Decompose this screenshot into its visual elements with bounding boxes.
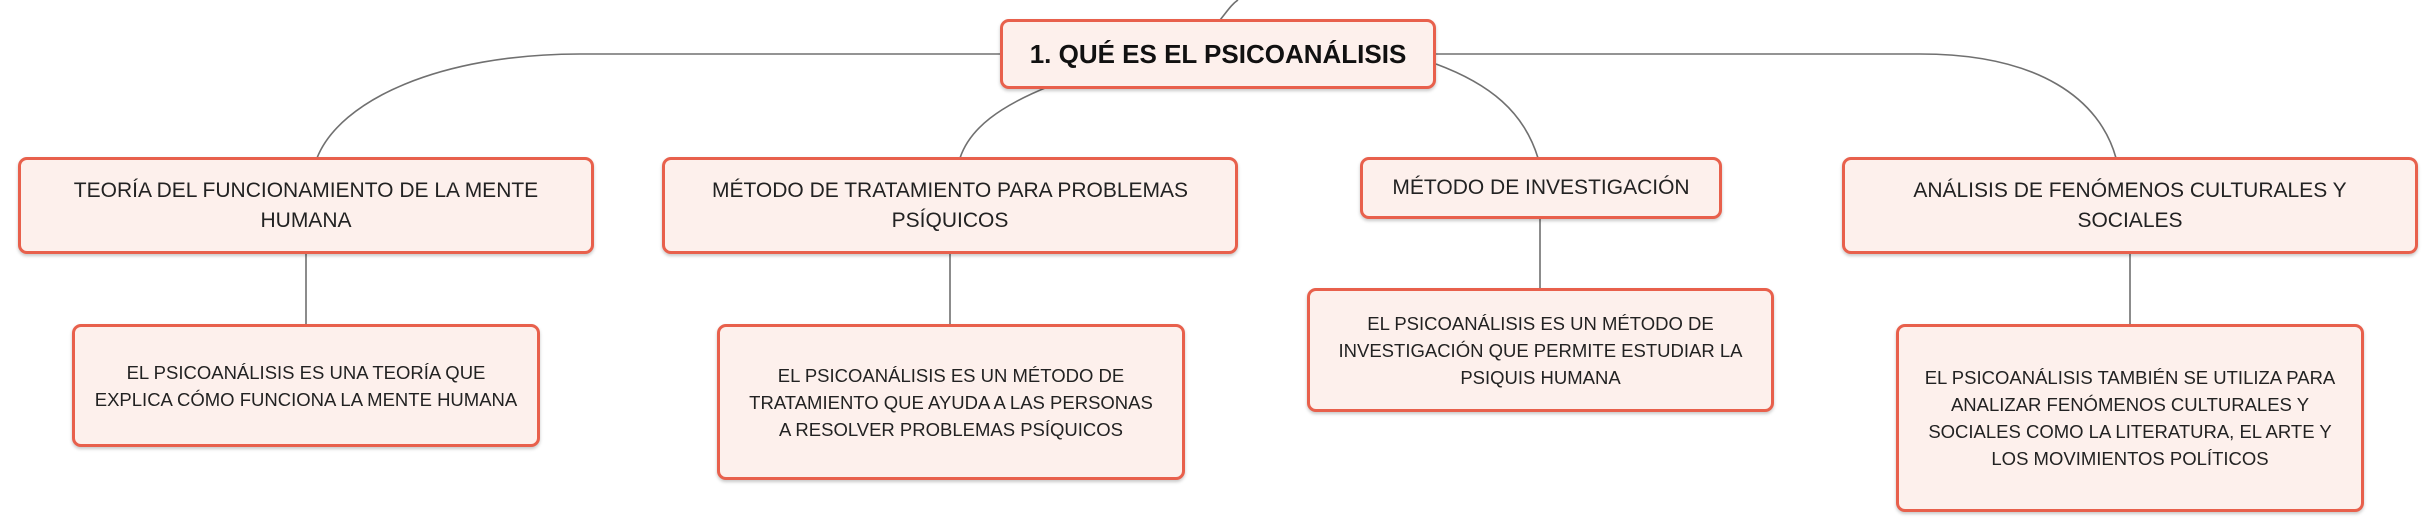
branch-node-research-method[interactable]: MÉTODO DE INVESTIGACIÓN xyxy=(1360,157,1722,219)
detail-node-mind-theory[interactable]: EL PSICOANÁLISIS ES UNA TEORÍA QUE EXPLI… xyxy=(72,324,540,447)
root-topic-node[interactable]: 1. QUÉ ES EL PSICOANÁLISIS xyxy=(1000,19,1436,89)
branch-label: ANÁLISIS DE FENÓMENOS CULTURALES Y SOCIA… xyxy=(1913,178,2347,232)
root-topic-label: 1. QUÉ ES EL PSICOANÁLISIS xyxy=(1029,38,1407,69)
branch-node-treatment-method[interactable]: MÉTODO DE TRATAMIENTO PARA PROBLEMAS PSÍ… xyxy=(662,157,1238,254)
branch-label: MÉTODO DE INVESTIGACIÓN xyxy=(1392,176,1690,199)
detail-node-treatment-method[interactable]: EL PSICOANÁLISIS ES UN MÉTODO DE TRATAMI… xyxy=(717,324,1185,480)
connector-root-branch-2 xyxy=(959,85,1051,159)
connector-root-branch-4 xyxy=(1434,53,2117,159)
connector-parent-link xyxy=(1219,0,1239,21)
detail-node-cultural-analysis[interactable]: EL PSICOANÁLISIS TAMBIÉN SE UTILIZA PARA… xyxy=(1896,324,2364,512)
detail-text: EL PSICOANÁLISIS ES UN MÉTODO DE INVESTI… xyxy=(1338,312,1743,388)
branch-label: TEORÍA DEL FUNCIONAMIENTO DE LA MENTE HU… xyxy=(73,178,539,232)
detail-text: EL PSICOANÁLISIS ES UN MÉTODO DE TRATAMI… xyxy=(749,364,1153,440)
branch-node-mind-theory[interactable]: TEORÍA DEL FUNCIONAMIENTO DE LA MENTE HU… xyxy=(18,157,594,254)
connector-root-branch-3 xyxy=(1435,63,1539,159)
connector-root-branch-1 xyxy=(316,53,1000,159)
branch-label: MÉTODO DE TRATAMIENTO PARA PROBLEMAS PSÍ… xyxy=(711,178,1189,232)
detail-node-research-method[interactable]: EL PSICOANÁLISIS ES UN MÉTODO DE INVESTI… xyxy=(1307,288,1774,412)
detail-text: EL PSICOANÁLISIS ES UNA TEORÍA QUE EXPLI… xyxy=(94,361,518,410)
branch-node-cultural-analysis[interactable]: ANÁLISIS DE FENÓMENOS CULTURALES Y SOCIA… xyxy=(1842,157,2418,254)
detail-text: EL PSICOANÁLISIS TAMBIÉN SE UTILIZA PARA… xyxy=(1924,367,2336,469)
